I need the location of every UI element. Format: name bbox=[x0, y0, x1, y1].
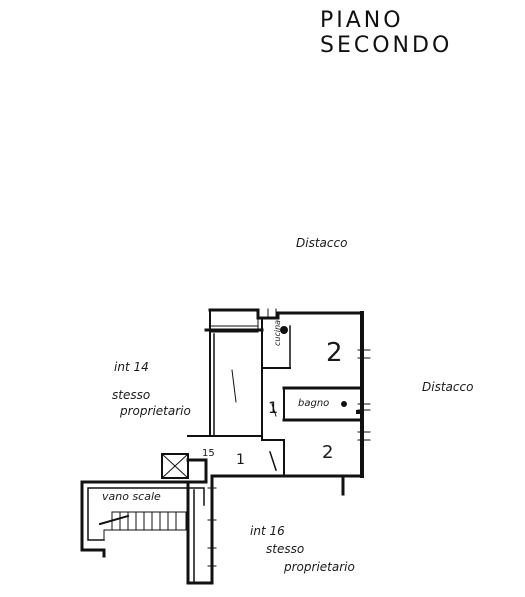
label-distacco-right: Distacco bbox=[422, 380, 474, 394]
label-unit-number: 15 bbox=[202, 448, 215, 459]
label-int14-line2: stesso bbox=[112, 388, 151, 402]
label-vano-scale: vano scale bbox=[102, 490, 161, 503]
wall-top bbox=[208, 308, 364, 320]
stair-treads bbox=[111, 511, 187, 531]
bathroom-fixture bbox=[341, 401, 347, 407]
room-number-4: 1 bbox=[236, 452, 245, 468]
label-bagno: bagno bbox=[298, 398, 330, 409]
label-int16-line1: int 16 bbox=[250, 524, 285, 538]
label-int16-line3: proprietario bbox=[284, 560, 355, 574]
balcony-top bbox=[209, 309, 259, 333]
floor-title: PIANO SECONDO bbox=[320, 8, 453, 58]
label-int14-line1: int 14 bbox=[114, 360, 149, 374]
room-number-3: 2 bbox=[322, 442, 334, 463]
stair-walls bbox=[80, 458, 214, 585]
label-int14-line3: proprietario bbox=[120, 404, 191, 418]
elevator-shaft bbox=[161, 453, 189, 479]
room-number-1: 2 bbox=[326, 338, 343, 368]
window-ticks bbox=[207, 308, 371, 567]
label-distacco-top: Distacco bbox=[296, 236, 348, 250]
label-int16-line2: stesso bbox=[266, 542, 305, 556]
wall-room2-bottom bbox=[261, 439, 285, 477]
kitchen-fixture bbox=[280, 326, 288, 334]
